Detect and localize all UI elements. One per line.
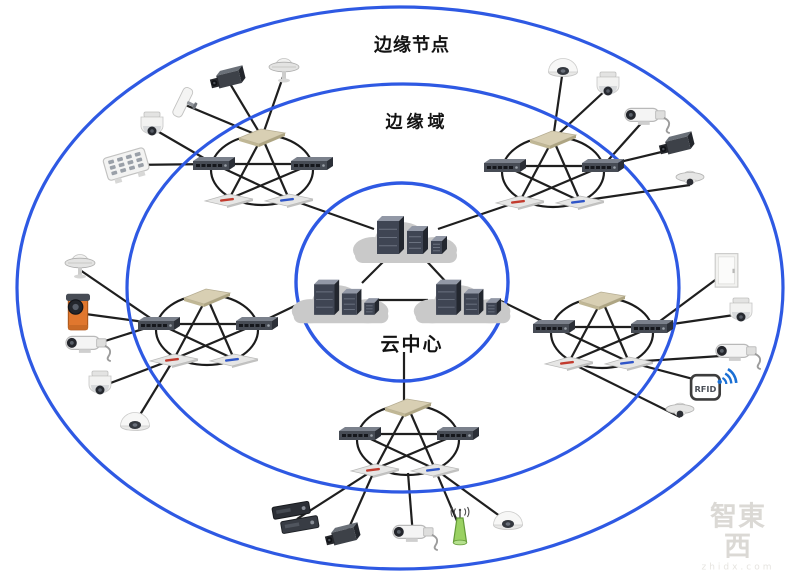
link-line xyxy=(500,300,555,328)
link-line xyxy=(552,87,609,140)
link-line xyxy=(205,296,236,360)
link-line xyxy=(228,136,263,200)
cloud-center-zone-label: 云中心 xyxy=(380,333,444,356)
link-line xyxy=(361,253,392,284)
link-line xyxy=(79,269,160,325)
inner-ring xyxy=(294,181,510,383)
link-line xyxy=(173,296,208,360)
link-line xyxy=(134,358,175,424)
link-line xyxy=(85,322,160,349)
middle-ring xyxy=(125,82,681,494)
edge-domain-zone-label: 边缘域 xyxy=(385,112,449,133)
watermark: 智東西 zhidx.com xyxy=(701,502,774,573)
link-line xyxy=(568,299,603,363)
link-line xyxy=(600,299,631,363)
link-line xyxy=(628,360,713,386)
link-line xyxy=(651,271,727,328)
link-line xyxy=(419,253,448,284)
link-line xyxy=(406,472,415,537)
outer-ring xyxy=(15,5,785,571)
link-line xyxy=(602,118,646,167)
link-line xyxy=(551,138,582,202)
link-line xyxy=(568,361,681,418)
link-line xyxy=(406,406,437,470)
link-line xyxy=(260,136,291,200)
link-line xyxy=(228,81,263,138)
link-line xyxy=(374,406,409,470)
link-line xyxy=(126,162,215,167)
watermark-domain: zhidx.com xyxy=(701,562,775,573)
edge-nodes-zone-label: 边缘节点 xyxy=(374,35,450,56)
link-line xyxy=(288,197,375,231)
link-line xyxy=(551,68,565,140)
link-line xyxy=(99,357,175,389)
watermark-brand: 智東西 xyxy=(710,501,766,563)
link-line xyxy=(579,183,691,203)
link-line xyxy=(519,138,554,202)
link-line xyxy=(628,353,737,364)
link-line xyxy=(260,73,286,138)
